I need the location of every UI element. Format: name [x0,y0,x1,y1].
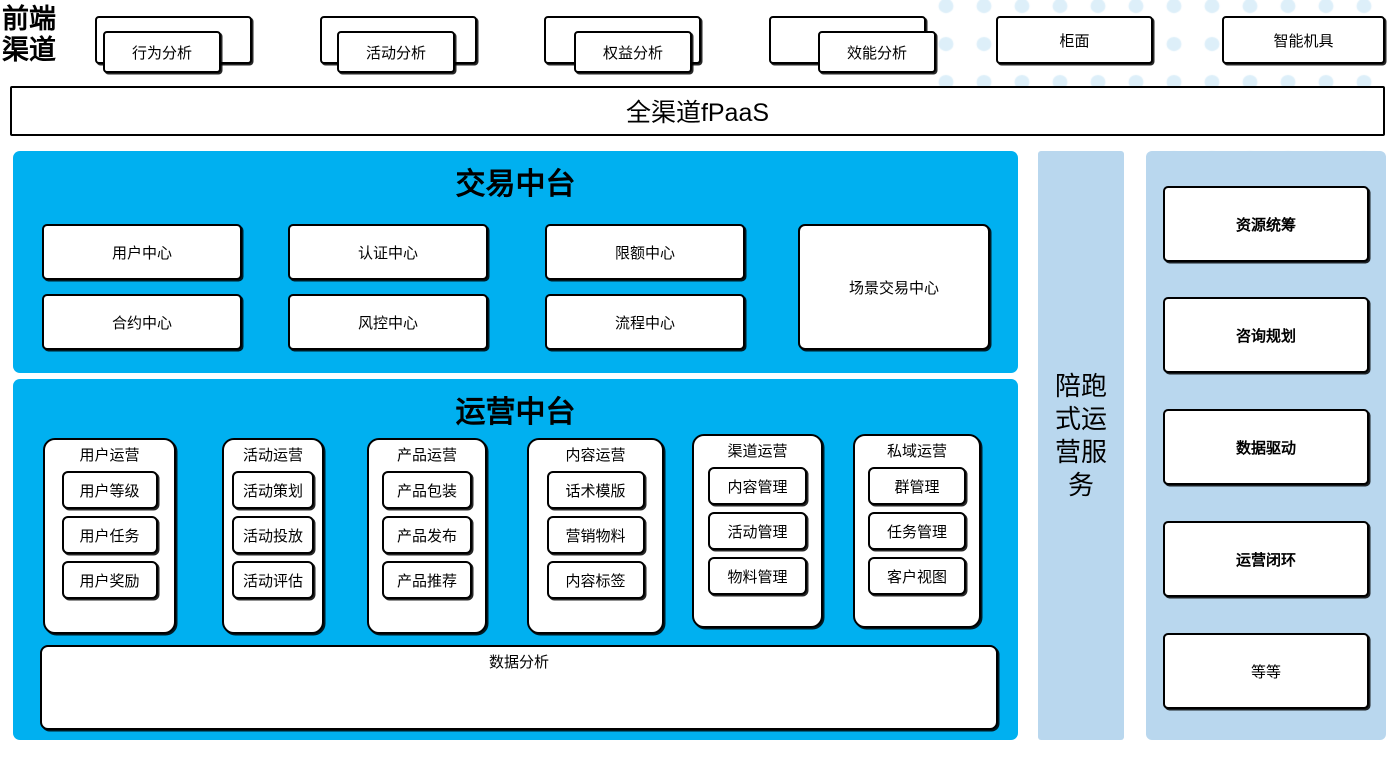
frontend-channel-label: 前端 渠道 [2,4,88,66]
data-analysis-item-behavior[interactable]: 行为分析 [103,31,221,73]
operation-center-title: 运营中台 [455,396,576,429]
service-box-operation-closed-loop[interactable]: 运营闭环 [1163,521,1369,597]
accompany-line2: 式运 [1054,404,1107,434]
operation-item[interactable]: 物料管理 [708,557,807,595]
trading-box-contract-center[interactable]: 合约中心 [42,294,242,350]
trading-box-process-center[interactable]: 流程中心 [545,294,745,350]
trading-box-risk-center[interactable]: 风控中心 [288,294,488,350]
operation-item[interactable]: 用户任务 [61,516,158,554]
frontend-label-line2: 渠道 [2,35,56,65]
data-analysis-title: 数据分析 [488,654,549,671]
accompany-line1: 陪跑 [1054,371,1107,401]
operation-column-title: 产品运营 [396,447,457,464]
operation-item[interactable]: 活动管理 [708,512,807,550]
service-box-consulting-planning[interactable]: 咨询规划 [1163,297,1369,373]
operation-item[interactable]: 用户奖励 [61,561,158,599]
operation-item[interactable]: 产品发布 [382,516,472,554]
trading-center-title: 交易中台 [455,168,576,201]
operation-column-title: 私域运营 [886,443,947,460]
operation-item[interactable]: 营销物料 [546,516,645,554]
operation-item[interactable]: 活动投放 [232,516,314,554]
operation-item[interactable]: 内容标签 [546,561,645,599]
data-analysis-item-efficiency[interactable]: 效能分析 [818,31,936,73]
trading-box-scene-transaction-center[interactable]: 场景交易中心 [798,224,990,350]
operation-item[interactable]: 用户等级 [61,471,158,509]
service-box-resource-coordination[interactable]: 资源统筹 [1163,186,1369,262]
service-box-etc[interactable]: 等等 [1163,633,1369,709]
operation-column-channel[interactable]: 渠道运营 内容管理 活动管理 物料管理 [692,434,823,628]
operation-column-title: 渠道运营 [727,443,788,460]
operation-column-content[interactable]: 内容运营 话术模版 营销物料 内容标签 [527,438,664,634]
operation-column-title: 用户运营 [79,447,140,464]
operation-column-title: 活动运营 [242,447,303,464]
data-analysis-item-activity[interactable]: 活动分析 [337,31,455,73]
operation-item[interactable]: 活动评估 [232,561,314,599]
channel-counter[interactable]: 柜面 [996,16,1153,64]
channel-smart-machine[interactable]: 智能机具 [1222,16,1385,64]
operation-column-user[interactable]: 用户运营 用户等级 用户任务 用户奖励 [43,438,176,634]
accompany-line4: 务 [1067,470,1094,500]
trading-box-auth-center[interactable]: 认证中心 [288,224,488,280]
trading-box-limit-center[interactable]: 限额中心 [545,224,745,280]
operation-column-private-domain[interactable]: 私域运营 群管理 任务管理 客户视图 [853,434,981,628]
accompany-service-label: 陪跑 式运 营服 务 [1038,370,1124,502]
operation-column-title: 内容运营 [565,447,626,464]
data-analysis-item-rights[interactable]: 权益分析 [574,31,692,73]
operation-item[interactable]: 内容管理 [708,467,807,505]
omnichannel-fpaas-bar[interactable]: 全渠道fPaaS [10,86,1385,136]
operation-item[interactable]: 话术模版 [546,471,645,509]
operation-column-product[interactable]: 产品运营 产品包装 产品发布 产品推荐 [367,438,487,634]
operation-item[interactable]: 群管理 [868,467,966,505]
operation-item[interactable]: 产品推荐 [382,561,472,599]
operation-item[interactable]: 任务管理 [868,512,966,550]
service-box-data-driven[interactable]: 数据驱动 [1163,409,1369,485]
frontend-label-line1: 前端 [2,4,56,34]
data-analysis-container: 数据分析 [40,645,998,730]
trading-box-user-center[interactable]: 用户中心 [42,224,242,280]
operation-item[interactable]: 产品包装 [382,471,472,509]
operation-column-activity[interactable]: 活动运营 活动策划 活动投放 活动评估 [222,438,324,634]
accompany-line3: 营服 [1054,437,1107,467]
operation-item[interactable]: 客户视图 [868,557,966,595]
operation-item[interactable]: 活动策划 [232,471,314,509]
